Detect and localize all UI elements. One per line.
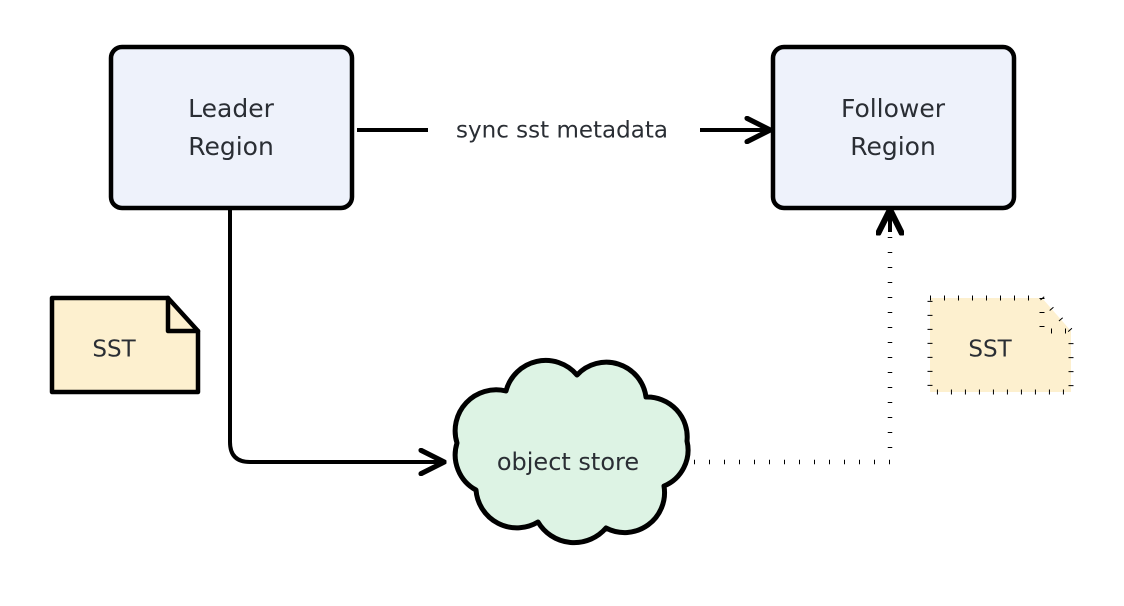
node-leader-region[interactable]: Leader Region bbox=[108, 44, 355, 211]
object-store-cloud-shape[interactable] bbox=[452, 357, 691, 546]
follower-region-label-line1: Follower bbox=[841, 94, 946, 123]
leader-region-box[interactable] bbox=[108, 44, 355, 211]
node-object-store[interactable]: object store bbox=[452, 357, 691, 546]
leader-region-label-line1: Leader bbox=[188, 94, 274, 123]
upload-edge bbox=[228, 208, 442, 462]
sst-source-body[interactable] bbox=[49, 295, 201, 395]
sync-metadata-label: sync sst metadata bbox=[456, 118, 668, 144]
node-sst-replica[interactable]: SST bbox=[927, 295, 1074, 395]
sync-metadata-edge: sync sst metadata bbox=[357, 118, 768, 144]
upload-edge-line bbox=[228, 208, 442, 462]
node-sst-source[interactable]: SST bbox=[49, 295, 201, 395]
node-follower-region[interactable]: Follower Region bbox=[770, 44, 1017, 211]
sst-source-fold-icon bbox=[165, 295, 201, 334]
object-store-label: object store bbox=[497, 448, 639, 476]
download-edge bbox=[694, 212, 893, 465]
download-edge-line bbox=[694, 228, 893, 465]
sst-source-label: SST bbox=[92, 337, 136, 363]
sst-replica-label: SST bbox=[968, 337, 1012, 363]
sst-replica-body[interactable] bbox=[927, 295, 1074, 395]
follower-region-label-line2: Region bbox=[850, 132, 936, 161]
leader-region-label-line2: Region bbox=[188, 132, 274, 161]
follower-region-box[interactable] bbox=[770, 44, 1017, 211]
